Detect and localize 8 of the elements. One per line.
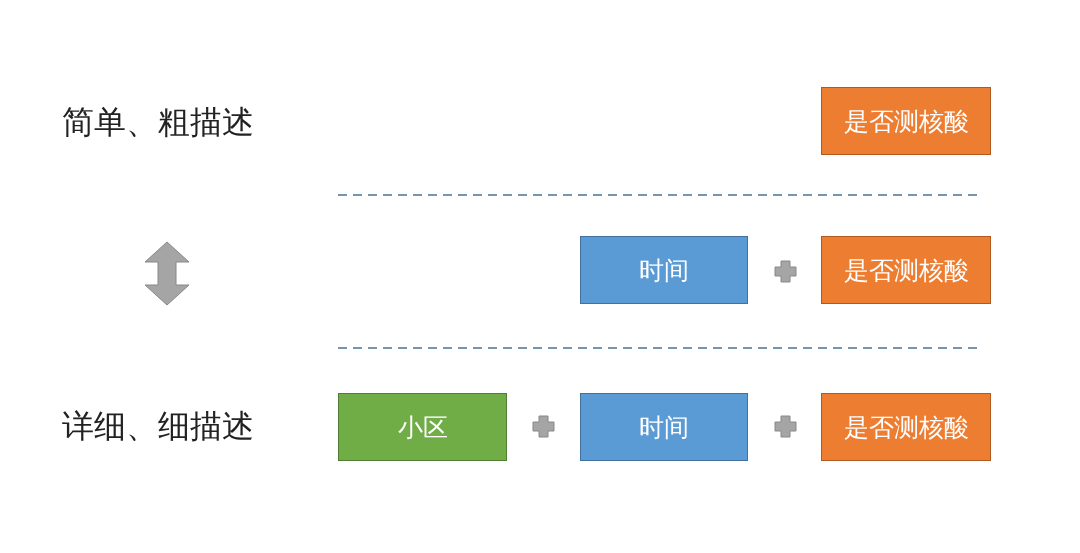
process-box: 是否测核酸 [821,87,991,155]
row-label: 详细、细描述 [62,406,254,447]
process-box: 时间 [580,236,748,304]
process-box: 是否测核酸 [821,393,991,461]
process-box: 是否测核酸 [821,236,991,304]
process-box: 时间 [580,393,748,461]
row-label: 简单、粗描述 [62,102,254,143]
process-box: 小区 [338,393,507,461]
